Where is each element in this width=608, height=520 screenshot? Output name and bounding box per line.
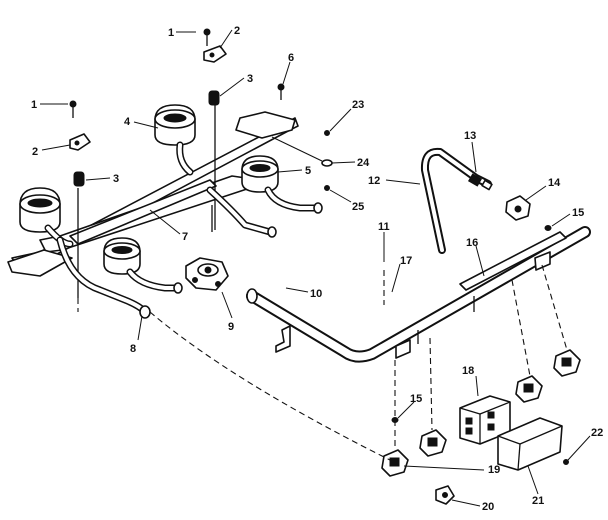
callout-5: 5 bbox=[305, 165, 311, 177]
clip-left bbox=[69, 133, 91, 151]
screw-left bbox=[69, 100, 77, 118]
burner-valve-left bbox=[419, 429, 447, 457]
callout-15-top: 15 bbox=[572, 207, 584, 219]
burner-head-front-left bbox=[103, 237, 183, 294]
screw-top bbox=[176, 28, 211, 46]
switch-cover-bracket bbox=[497, 417, 563, 471]
burner-valve-mid bbox=[515, 375, 543, 403]
callout-14: 14 bbox=[548, 177, 561, 189]
callout-1-left: 1 bbox=[31, 99, 37, 111]
callout-16: 16 bbox=[466, 237, 478, 249]
callout-7: 7 bbox=[182, 231, 188, 243]
callout-10: 10 bbox=[310, 288, 322, 300]
gas-supply-tube bbox=[420, 147, 493, 254]
screw-6 bbox=[277, 83, 285, 100]
hardware-23-24-25 bbox=[271, 130, 333, 191]
callout-11: 11 bbox=[378, 221, 390, 233]
callout-18: 18 bbox=[462, 365, 474, 377]
burner-head-front-right bbox=[241, 155, 323, 214]
callout-24: 24 bbox=[357, 157, 370, 169]
callout-numbers: 1 2 3 6 1 4 2 3 5 7 8 9 10 23 24 25 12 1… bbox=[31, 25, 603, 513]
callout-leaders bbox=[40, 29, 591, 507]
clip-top bbox=[203, 45, 227, 63]
callout-20: 20 bbox=[482, 501, 494, 513]
callout-15-bottom: 15 bbox=[410, 393, 422, 405]
callout-6: 6 bbox=[288, 52, 294, 64]
valve-stem-leaders bbox=[77, 264, 568, 461]
callout-25: 25 bbox=[352, 201, 364, 213]
callout-22: 22 bbox=[591, 427, 603, 439]
washer-15-top bbox=[544, 225, 552, 231]
callout-3-left: 3 bbox=[113, 173, 119, 185]
callout-12: 12 bbox=[368, 175, 380, 187]
burner-valve-19 bbox=[381, 449, 409, 477]
callout-21: 21 bbox=[532, 495, 544, 507]
pressure-regulator bbox=[185, 257, 229, 291]
callout-19: 19 bbox=[488, 464, 500, 476]
callout-2-top: 2 bbox=[234, 25, 240, 37]
screw-22 bbox=[563, 459, 569, 465]
spring-clip-top bbox=[208, 90, 220, 106]
callout-23: 23 bbox=[352, 99, 364, 111]
gas-manifold-pipe bbox=[246, 226, 591, 363]
callout-8: 8 bbox=[130, 343, 136, 355]
callout-4: 4 bbox=[124, 116, 131, 128]
callout-9: 9 bbox=[228, 321, 234, 333]
callout-17: 17 bbox=[400, 255, 412, 267]
ignition-switch bbox=[459, 395, 511, 445]
burner-head-rear-right bbox=[154, 104, 196, 176]
spring-clip-left bbox=[73, 171, 85, 187]
burner-valve-right bbox=[553, 349, 581, 377]
valve-knob-20 bbox=[435, 485, 455, 505]
elbow-fitting bbox=[505, 195, 531, 221]
callout-3-top: 3 bbox=[247, 73, 253, 85]
callout-2-left: 2 bbox=[32, 146, 38, 158]
callout-1-top: 1 bbox=[168, 27, 174, 39]
venturi-tubes bbox=[56, 186, 277, 319]
callout-13: 13 bbox=[464, 130, 476, 142]
